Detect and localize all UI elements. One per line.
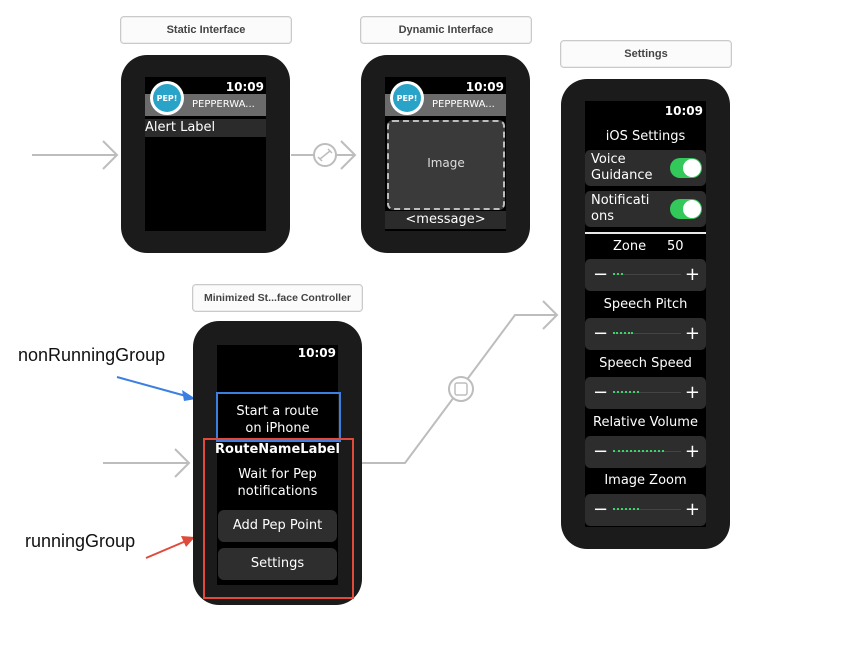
message-label: <message> bbox=[385, 211, 506, 229]
notifications-row[interactable]: Notificati ons bbox=[585, 191, 706, 227]
toggle-knob bbox=[683, 200, 701, 218]
relative-volume-slider-fill bbox=[613, 450, 664, 452]
plus-icon[interactable]: + bbox=[684, 323, 700, 344]
wait-line-2: notifications bbox=[237, 484, 318, 499]
voice-guidance-line-2: Guidance bbox=[591, 168, 653, 183]
speech-speed-slider[interactable]: − + bbox=[585, 377, 706, 409]
non-running-group-label: nonRunningGroup bbox=[18, 345, 166, 365]
slider-track bbox=[613, 274, 681, 275]
static-app-name: PEPPERWA... bbox=[192, 99, 255, 110]
dynamic-interface-title: Dynamic Interface bbox=[360, 16, 532, 44]
add-pep-point-button[interactable]: Add Pep Point bbox=[218, 510, 337, 542]
notifications-line-1: Notificati bbox=[591, 193, 650, 208]
image-placeholder: Image bbox=[387, 120, 505, 210]
pep-logo: PEP! bbox=[390, 81, 424, 115]
running-group-box bbox=[203, 438, 354, 599]
image-zoom-slider[interactable]: − + bbox=[585, 494, 706, 526]
dynamic-app-name: PEPPERWA... bbox=[432, 99, 495, 110]
image-placeholder-label: Image bbox=[427, 156, 465, 170]
toggle-knob bbox=[683, 159, 701, 177]
speech-speed-slider-fill bbox=[613, 391, 639, 393]
static-interface-title-text: Static Interface bbox=[166, 24, 246, 36]
pep-logo-text: PEP! bbox=[393, 84, 421, 112]
dynamic-interface-title-text: Dynamic Interface bbox=[398, 24, 494, 36]
static-interface-watch[interactable]: 10:09 PEPPERWA... PEP! Alert Label bbox=[121, 55, 290, 253]
slider-track bbox=[613, 509, 681, 510]
slider-track bbox=[613, 392, 681, 393]
minimized-time: 10:09 bbox=[297, 346, 336, 360]
segue-static-to-dynamic bbox=[291, 140, 357, 170]
image-zoom-slider-fill bbox=[613, 508, 639, 510]
running-group-label: runningGroup bbox=[25, 531, 136, 551]
wait-line-1: Wait for Pep bbox=[238, 467, 317, 482]
plus-icon[interactable]: + bbox=[684, 441, 700, 462]
notifications-label: Notificati ons bbox=[591, 193, 649, 225]
speech-pitch-slider-fill bbox=[613, 332, 633, 334]
pep-logo-text: PEP! bbox=[153, 84, 181, 112]
zone-label: Zone bbox=[613, 239, 647, 254]
zone-slider[interactable]: − + bbox=[585, 259, 706, 291]
minus-icon[interactable]: − bbox=[593, 264, 609, 285]
dynamic-screen: 10:09 PEPPERWA... PEP! Image <message> bbox=[385, 77, 506, 231]
speech-speed-label: Speech Speed bbox=[599, 356, 692, 371]
image-zoom-label: Image Zoom bbox=[604, 473, 687, 488]
plus-icon[interactable]: + bbox=[684, 382, 700, 403]
slider-track bbox=[613, 333, 681, 334]
minimized-controller-title: Minimized St...face Controller bbox=[192, 284, 363, 312]
notifications-line-2: ons bbox=[591, 209, 614, 224]
static-time: 10:09 bbox=[225, 80, 264, 94]
zone-slider-fill bbox=[613, 273, 623, 275]
minus-icon[interactable]: − bbox=[593, 382, 609, 403]
minimized-controller-watch[interactable]: 10:09 Start a route on iPhone RouteNameL… bbox=[193, 321, 362, 605]
settings-divider bbox=[585, 232, 706, 234]
minus-icon[interactable]: − bbox=[593, 441, 609, 462]
speech-pitch-label: Speech Pitch bbox=[603, 297, 688, 312]
voice-guidance-line-1: Voice bbox=[591, 152, 626, 167]
relative-volume-slider[interactable]: − + bbox=[585, 436, 706, 468]
pep-logo: PEP! bbox=[150, 81, 184, 115]
static-interface-title: Static Interface bbox=[120, 16, 292, 44]
minus-icon[interactable]: − bbox=[593, 499, 609, 520]
plus-icon[interactable]: + bbox=[684, 499, 700, 520]
start-route-line-1: Start a route bbox=[236, 404, 319, 419]
entry-arrow-static bbox=[32, 140, 119, 170]
minimized-screen: 10:09 bbox=[217, 345, 338, 585]
relative-volume-label: Relative Volume bbox=[593, 415, 698, 430]
non-running-arrow bbox=[116, 376, 196, 401]
dynamic-interface-watch[interactable]: 10:09 PEPPERWA... PEP! Image <message> bbox=[361, 55, 530, 253]
settings-time: 10:09 bbox=[664, 104, 703, 118]
entry-arrow-minimized bbox=[103, 448, 191, 478]
route-name-label: RouteNameLabel bbox=[215, 442, 340, 457]
non-running-group-box bbox=[216, 392, 341, 442]
notifications-toggle[interactable] bbox=[670, 199, 702, 219]
voice-guidance-toggle[interactable] bbox=[670, 158, 702, 178]
static-screen: 10:09 PEPPERWA... PEP! Alert Label bbox=[145, 77, 266, 231]
start-route-line-2: on iPhone bbox=[245, 421, 310, 436]
wait-label: Wait for Pep notifications bbox=[217, 466, 338, 500]
dynamic-time: 10:09 bbox=[465, 80, 504, 94]
settings-button[interactable]: Settings bbox=[218, 548, 337, 580]
settings-title-text: Settings bbox=[624, 48, 668, 60]
running-arrow bbox=[145, 536, 195, 559]
minimized-controller-title-text: Minimized St...face Controller bbox=[203, 292, 352, 304]
minus-icon[interactable]: − bbox=[593, 323, 609, 344]
ios-settings-header: iOS Settings bbox=[605, 129, 686, 144]
settings-watch[interactable]: 10:09 iOS Settings Voice Guidance Notifi… bbox=[561, 79, 730, 549]
voice-guidance-row[interactable]: Voice Guidance bbox=[585, 150, 706, 186]
voice-guidance-label: Voice Guidance bbox=[591, 152, 653, 184]
start-route-label: Start a route on iPhone bbox=[217, 403, 338, 437]
alert-label: Alert Label bbox=[145, 119, 266, 137]
segue-minimized-to-settings bbox=[362, 300, 559, 464]
speech-pitch-slider[interactable]: − + bbox=[585, 318, 706, 350]
plus-icon[interactable]: + bbox=[684, 264, 700, 285]
zone-value: 50 bbox=[667, 239, 684, 254]
settings-title: Settings bbox=[560, 40, 732, 68]
